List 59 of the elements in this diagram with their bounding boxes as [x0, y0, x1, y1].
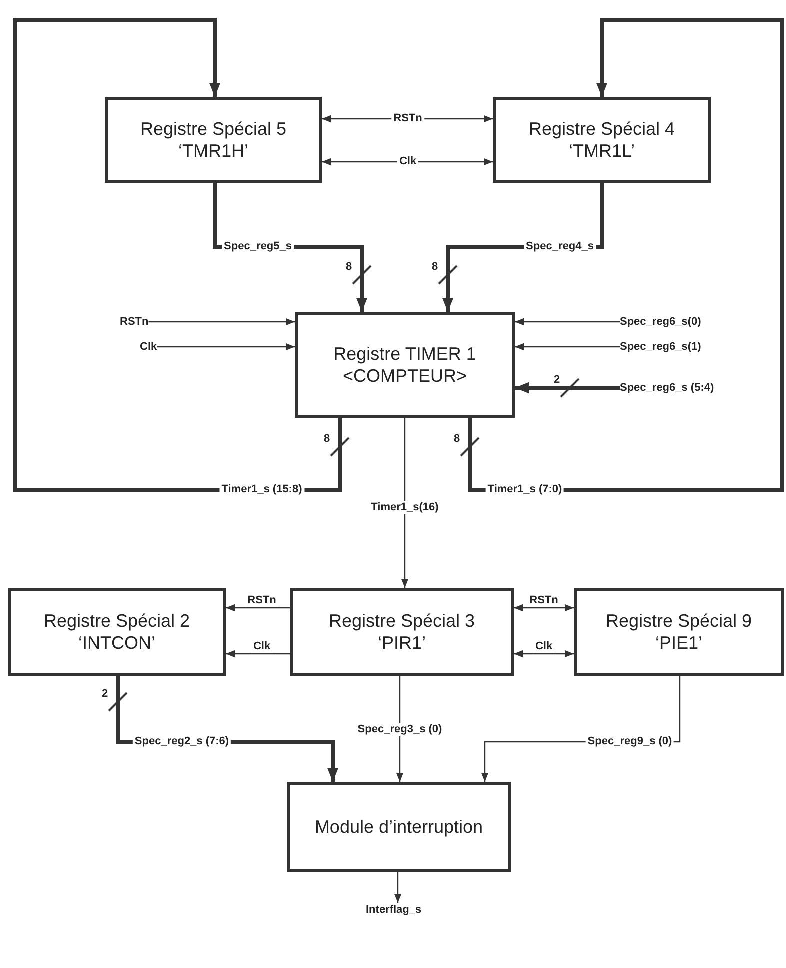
register-box: [8, 588, 226, 676]
edge-label: Spec_reg9_s (0): [586, 736, 674, 748]
bus-width-number: 2: [102, 688, 108, 700]
signal-arrow: [515, 382, 620, 394]
signal-arrow: [514, 604, 574, 612]
signal-arrow: [157, 343, 295, 351]
signal-arrow: [226, 604, 290, 612]
bus-width-number: 8: [324, 433, 330, 445]
signal-arrow: [468, 18, 784, 492]
register-name: Registre Spécial 9: [606, 610, 752, 632]
register-box: [105, 97, 322, 183]
signal-arrow: [226, 650, 290, 658]
bus-width-number: 8: [346, 261, 352, 273]
register-name: ‘TMR1H’: [178, 140, 248, 162]
edge-label: Spec_reg3_s (0): [356, 724, 444, 736]
signal-arrow: [401, 418, 409, 588]
edge-label: RSTn: [528, 594, 560, 608]
register-box: [574, 588, 784, 676]
register-name: Registre Spécial 4: [528, 118, 676, 140]
signal-name: Interflag_s: [366, 903, 422, 917]
register-name: ‘INTCON’: [78, 632, 156, 654]
edge-label: Spec_reg5_s: [222, 240, 294, 254]
signal-arrow: [394, 872, 402, 903]
register-name: ‘TMR1L’: [568, 140, 635, 162]
signal-arrow: [515, 318, 620, 326]
signal-name: RSTn: [120, 315, 149, 329]
signal-arrow: [322, 158, 493, 166]
signal-arrow: [13, 18, 342, 492]
signal-arrow: [514, 650, 574, 658]
signal-arrow: [515, 343, 620, 351]
register-name: ‘PIR1’: [378, 632, 426, 654]
register-name: Registre Spécial 3: [328, 610, 476, 632]
signal-name: Spec_reg6_s (5:4): [620, 381, 714, 395]
signal-name: Spec_reg6_s(0): [620, 315, 702, 329]
bus-width-number: 8: [432, 261, 438, 273]
edge-label: Clk: [251, 640, 273, 654]
register-name: Registre Spécial 5: [140, 118, 287, 140]
edge-label: Timer1_s (15:8): [220, 484, 304, 496]
register-box: [493, 97, 711, 183]
register-box: [290, 588, 514, 676]
register-name: Registre TIMER 1: [334, 342, 476, 365]
signal-name: Spec_reg6_s(1): [620, 340, 702, 354]
signal-arrow: [148, 318, 295, 326]
register-box: [287, 782, 511, 872]
edge-label: Spec_reg2_s (7:6): [132, 736, 232, 748]
signal-arrow: [396, 676, 404, 782]
edge-label: Timer1_s(16): [369, 502, 441, 514]
register-name: ‘PIE1’: [655, 632, 703, 654]
bus-width-number: 8: [454, 433, 460, 445]
register-name: <COMPTEUR>: [342, 365, 468, 388]
bus-width-number: 2: [554, 374, 560, 386]
edge-label: RSTn: [246, 594, 278, 608]
register-name: Registre Spécial 2: [44, 610, 190, 632]
signal-name: Clk: [140, 340, 158, 354]
edge-label: Timer1_s (7:0): [486, 484, 564, 496]
register-name: Module d’interruption: [314, 816, 484, 838]
edge-label: Clk: [533, 640, 555, 654]
edge-label: Spec_reg4_s: [524, 240, 596, 254]
register-box: [295, 312, 515, 418]
